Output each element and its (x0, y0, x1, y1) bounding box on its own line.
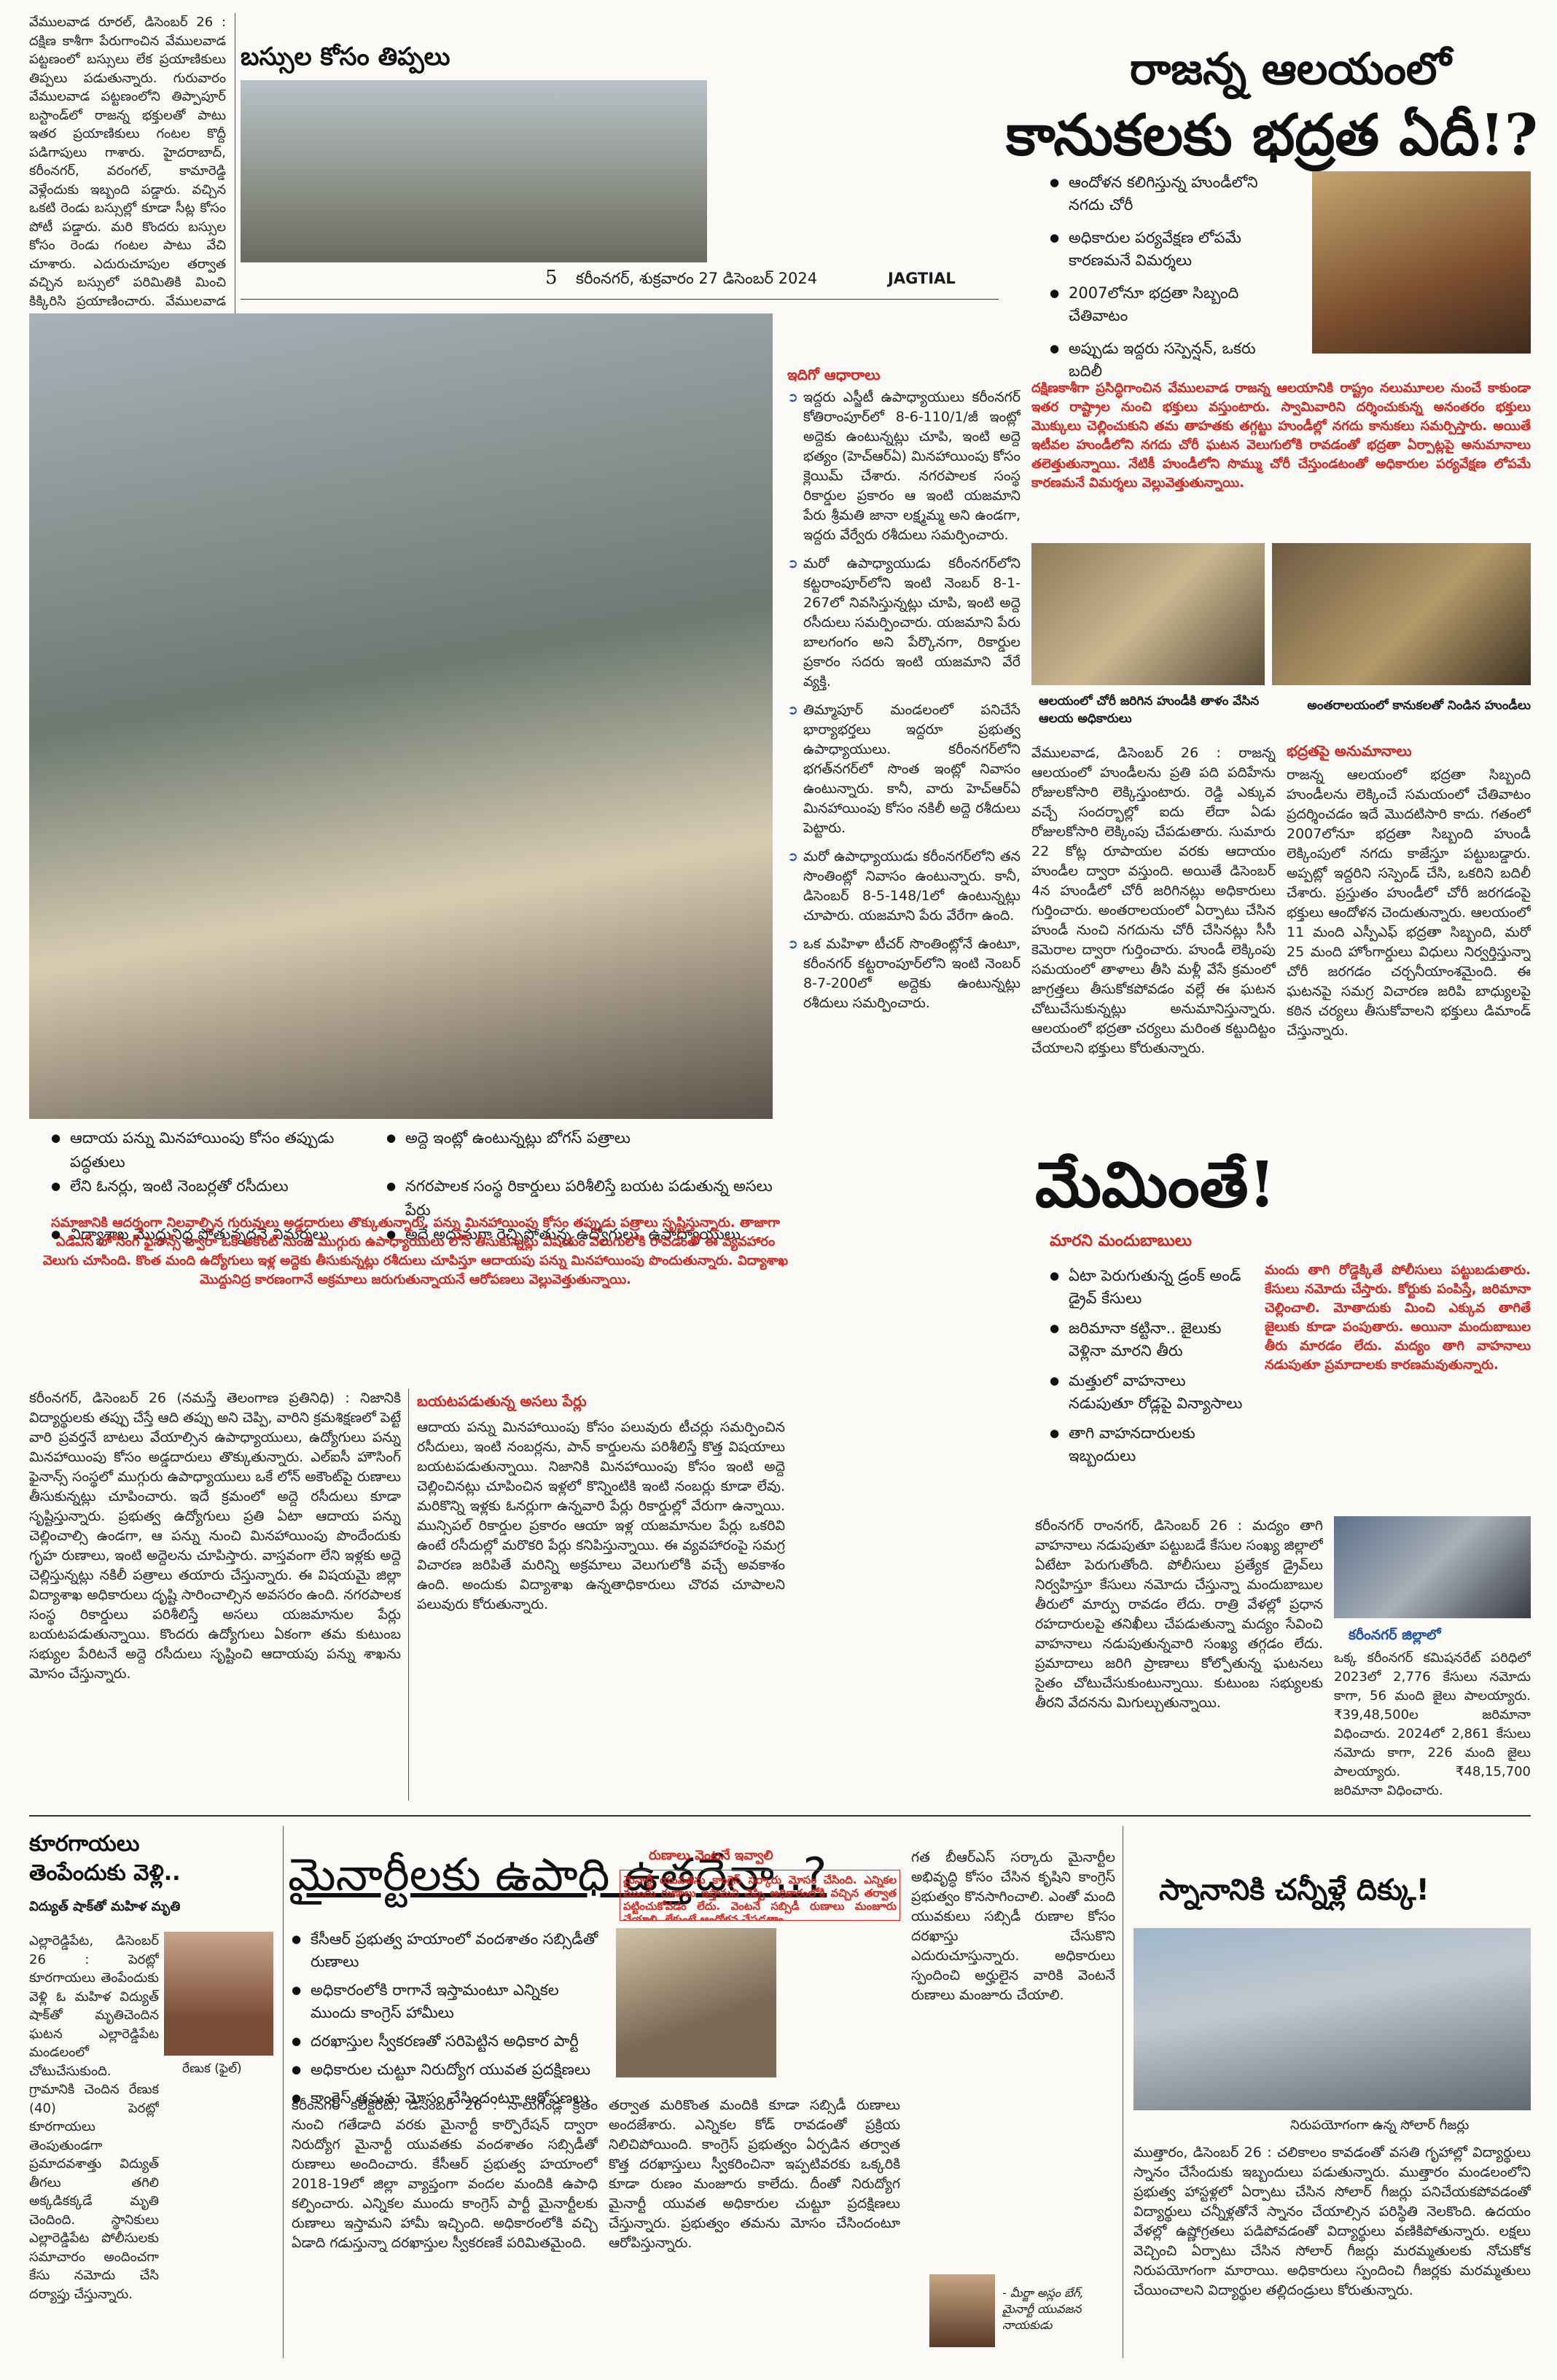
temple-hundi-inside-photo (1272, 543, 1531, 685)
tax-body-col1: కరీంనగర్, డిసెంబర్ 26 (నమస్తే తెలంగాణ ప్… (29, 1390, 401, 1682)
example-item: తిమ్మాపూర్ మండలంలో పనిచేసే భార్యాభర్తలు … (787, 701, 1021, 838)
column-divider (283, 1826, 284, 2358)
drunk-intro: మందు తాగి రోడ్డెక్కితే పోలీసులు పట్టుబడు… (1265, 1263, 1531, 1373)
bus-story-body: వేములవాడ రూరల్, డిసెంబర్ 26 : దక్షిణ కాశ… (29, 15, 226, 313)
masthead-rule (241, 299, 999, 300)
bus-story-title: బస్సుల కోసం తిప్పలు (241, 42, 450, 71)
example-item: మరో ఉపాధ్యాయుడు కరీంనగర్‌లోని తన సొంతింట… (787, 847, 1021, 926)
example-item: ఇద్దరు ఎస్జీటీ ఉపాధ్యాయులు కరీంనగర్ కోతి… (787, 388, 1021, 545)
bus-photo (241, 80, 707, 262)
tax-intro: సమాజానికి ఆదర్శంగా నిలవాల్సిన గురువులు అ… (42, 1215, 789, 1287)
minority-bullet: అధికారుల చుట్టూ నిరుద్యోగ యువత ప్రదక్షిణ… (292, 2059, 609, 2081)
police-checking-photo (1334, 1516, 1531, 1618)
temple-bullet: ఆందోళన కలిగిస్తున్న హుండీలోని నగదు చోరీ (1050, 171, 1290, 216)
temple-caption-left: ఆలయంలో చోరీ జరిగిన హుండీకి తాళం వేసిన ఆల… (1039, 694, 1260, 726)
minority-bullet: దరఖాస్తుల స్వీకరణతో సరిపెట్టిన అధికార పా… (292, 2030, 609, 2053)
teacher-office-photo (29, 313, 773, 1119)
temple-hundi-photo (1031, 543, 1265, 685)
drunk-headline: మేమింతే! (1035, 1148, 1276, 1222)
temple-body-left: వేములవాడ, డిసెంబర్ 26 : రాజన్న ఆలయంలో హు… (1031, 745, 1276, 1056)
veg-sub: విద్యుత్ షాక్‌తో మహిళ మృతి (29, 1899, 181, 1914)
temple-bullet: అధికారుల పర్యవేక్షణ లోపమే కారణమనే విమర్శ… (1050, 227, 1290, 272)
drunk-stats: ఒక్క కరీంనగర్ కమిషనరేట్ పరిధిలో 2023లో 2… (1334, 1650, 1531, 1798)
minority-box-title: రుణాలు వెంటనే ఇవ్వాలి (649, 1848, 773, 1863)
minority-bullets: కేసీఆర్ ప్రభుత్వ హయాంలో వందశాతం సబ్సిడీత… (292, 1928, 609, 2110)
solar-headline: స్నానానికి చన్నీళ్లే దిక్కు! (1159, 1873, 1429, 1907)
temple-body-right: రాజన్న ఆలయంలో భద్రతా సిబ్బంది హుండీలను ల… (1287, 767, 1531, 1039)
solar-caption: నిరుపయోగంగా ఉన్న సోలార్ గీజర్లు (1290, 2118, 1470, 2133)
minority-headline: మైనార్టీలకు ఉపాధి ఉత్తదేనా..? (288, 1848, 827, 1901)
temple-caption-right: అంతరాలయంలో కానుకలతో నిండిన హుండీలు (1307, 698, 1531, 713)
column-divider (408, 1389, 409, 1800)
solar-body: ముత్తారం, డిసెంబర్ 26 : చలికాలం కావడంతో … (1133, 2145, 1531, 2298)
temple-bullet: అప్పుడు ఇద్దరు సస్పెన్షన్, ఒకరు బదిలీ (1050, 338, 1290, 383)
tax-subhead: బయటపడుతున్న అసలు పేర్లు (417, 1392, 587, 1410)
drunk-bullet: జరిమానా కట్టినా.. జైలుకు వెళ్లినా మారని … (1050, 1317, 1254, 1362)
drunk-sub-label: కరీంనగర్ జిల్లాలో (1349, 1627, 1441, 1643)
tax-bullet: లేని ఓనర్లు, ఇంటి నెంబర్లతో రసీదులు (51, 1174, 386, 1222)
minority-box-signature: - మీర్జా అస్లం బేగ్, మైనార్టీ యువజన నాయక… (1002, 2286, 1084, 2332)
minority-bullet: కాంగ్రెస్ తమను మోసం చేసిందంటూ ఆరోపణలు (292, 2087, 609, 2110)
solar-geyser-photo (1133, 1928, 1531, 2110)
veg-photo-caption: రేణుక (ఫైల్) (182, 2061, 242, 2076)
example-item: మరో ఉపాధ్యాయుడు కరీంనగర్‌లోని కట్టరాంపూర… (787, 554, 1021, 692)
minority-body-col2: తర్వాత మరికొంత మందికి కూడా సబ్సిడీ రుణాల… (609, 2097, 900, 2251)
drunk-bullet: తాగి వాహనదారులకు ఇబ్బందులు (1050, 1422, 1254, 1467)
drunk-bullet: మత్తులో వాహనాలు నడుపుతూ రోడ్లపై విన్యాసా… (1050, 1370, 1254, 1415)
tax-bullet: ఆదాయ పన్ను మినహాయింపు కోసం తప్పుడు పద్ధత… (51, 1126, 386, 1174)
victim-photo (164, 1932, 273, 2056)
minority-bullet: అధికారంలోకి రాగానే ఇస్తామంటూ ఎన్నికల ముం… (292, 1979, 609, 2024)
tax-bullet: విద్యాశాఖ మొద్దునిద్ర పోతున్నదనే విమర్శల… (51, 1222, 386, 1246)
dateline: కరీంనగర్, శుక్రవారం 27 డిసెంబర్ 2024 (576, 270, 818, 287)
minority-photo-left (616, 1928, 776, 2077)
examples-list: ఇద్దరు ఎస్జీటీ ఉపాధ్యాయులు కరీంనగర్ కోతి… (787, 388, 1021, 1795)
drunk-bullets: ఏటా పెరుగుతున్న డ్రంక్ అండ్ డ్రైవ్ కేసుల… (1050, 1265, 1254, 1467)
section-rule (29, 1815, 1531, 1817)
minority-body-col1: కరీంనగర్ కలెక్టరేట్, డిసెంబర్ 26 : నాలుగ… (292, 2097, 598, 2251)
veg-body: ఎల్లారెడ్డిపేట, డిసెంబర్ 26 : పెరట్లో కూ… (29, 1933, 159, 2302)
tax-bullet: నగరపాలక సంస్థ రికార్డులు పరిశీలిస్తే బయట… (386, 1174, 787, 1222)
temple-bullet: 2007లోనూ భద్రతా సిబ్బంది చేతివాటం (1050, 282, 1290, 327)
minority-bullet: కేసీఆర్ ప్రభుత్వ హయాంలో వందశాతం సబ్సిడీత… (292, 1928, 609, 1973)
drunk-body: కరీంనగర్ రాంనగర్, డిసెంబర్ 26 : మద్యం తా… (1035, 1518, 1323, 1711)
example-item: ఒక మహిళా టీచర్ సొంతింట్లోనే ఉంటూ, కరీంనగ… (787, 935, 1021, 1013)
tax-bullets: ఆదాయ పన్ను మినహాయింపు కోసం తప్పుడు పద్ధత… (51, 1126, 787, 1246)
minority-box-quote: మైనార్టీ యువతను కాంగ్రెస్ సర్కారు మోసం చ… (620, 1870, 900, 1921)
temple-intro: దక్షిణకాశీగా ప్రసిద్ధిగాంచిన వేములవాడ రా… (1031, 381, 1531, 491)
veg-title: కూరగాయలు తెంపేందుకు వెళ్లి.. (29, 1831, 181, 1886)
temple-headline-line2: కానుకలకు భద్రత ఏదీ!? (1006, 102, 1538, 168)
tax-bullet: అద్దె ఇంట్లో ఉంటున్నట్లు బోగస్ పత్రాలు (386, 1126, 787, 1174)
examples-title: ఇదిగో ఆధారాలు (787, 366, 881, 383)
minority-box-body: గత బీఆర్ఎస్ సర్కారు మైనార్టీల అభివృద్ధి … (911, 1849, 1115, 2003)
page-number: 5 (545, 267, 558, 289)
temple-photo-top (1312, 171, 1531, 354)
minority-leader-photo (929, 2274, 995, 2347)
temple-subhead: భద్రతపై అనుమానాలు (1287, 742, 1412, 760)
tax-body-col2: ఆదాయ పన్ను మినహాయింపు కోసం పలువురు టీచర్… (417, 1419, 785, 1612)
drunk-kicker: మారని మందుబాబులు (1050, 1232, 1192, 1250)
temple-bullets: ఆందోళన కలిగిస్తున్న హుండీలోని నగదు చోరీ … (1050, 171, 1290, 383)
tax-bullet: అదే అదునుగా రెచ్చిపోతున్న ఉద్యోగులు, ఉపా… (386, 1222, 787, 1246)
temple-headline-line1: రాజన్న ఆలయంలో (1130, 44, 1451, 95)
edition-name: JAGTIAL (888, 270, 956, 287)
drunk-bullet: ఏటా పెరుగుతున్న డ్రంక్ అండ్ డ్రైవ్ కేసుల… (1050, 1265, 1254, 1310)
